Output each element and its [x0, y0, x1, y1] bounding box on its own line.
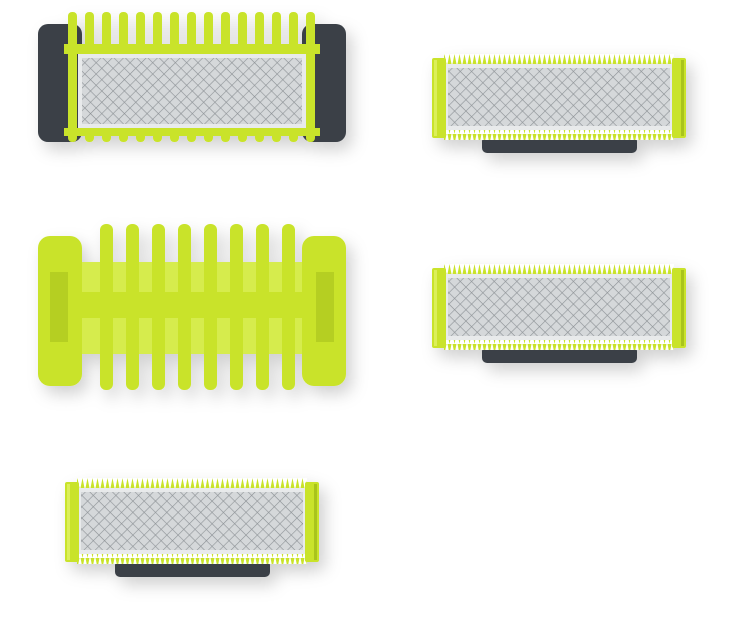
blade [432, 264, 686, 363]
blade [65, 478, 319, 577]
blade [432, 54, 686, 153]
comb [38, 224, 346, 390]
comb-with-blade [38, 12, 346, 142]
